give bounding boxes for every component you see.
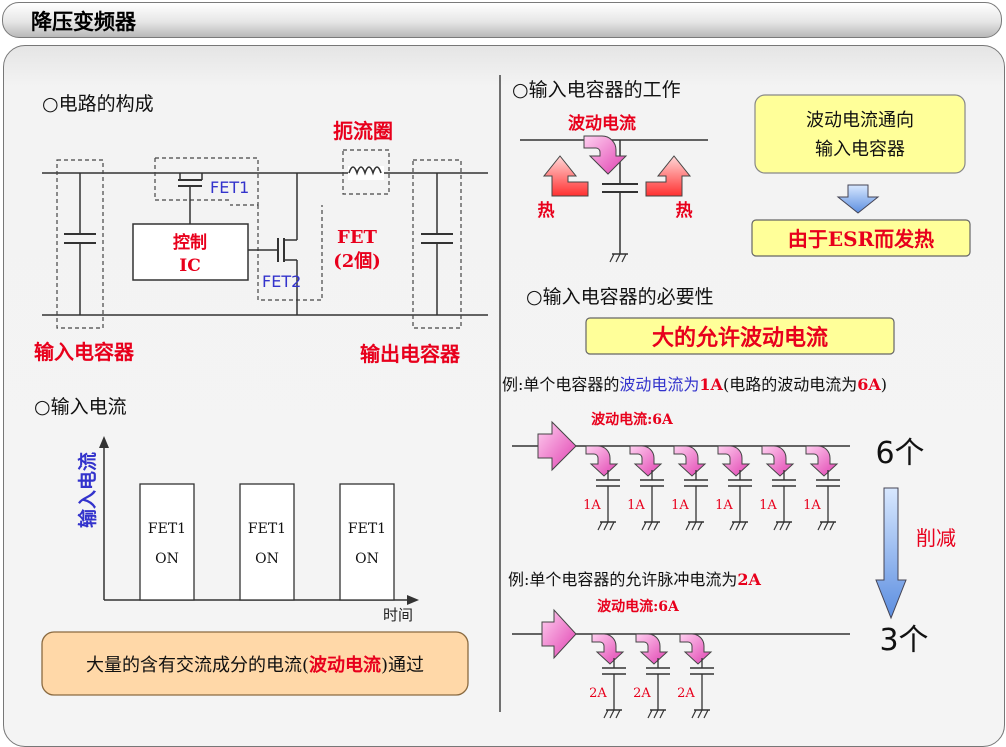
- esr-heat-text: 由于ESR而发热: [788, 227, 934, 251]
- bottom-capacitor-label-3: 2A: [677, 686, 695, 701]
- ripple-flow-box: [754, 94, 966, 174]
- bottom-capacitor-row: 2A 2A 2A: [589, 633, 714, 718]
- top-ripple-arrow-icon-2: [629, 445, 662, 477]
- allowable-ripple-box: [585, 317, 895, 355]
- ex2-part-a: 例:单个电容器的允许脉冲电流为: [508, 570, 737, 589]
- ex2-part-b: 2A: [737, 570, 761, 589]
- choke-label: 扼流圈: [333, 119, 393, 143]
- control-ic-box: [132, 223, 249, 281]
- ripple-label-work: 波动电流: [568, 113, 636, 134]
- ripple-6a-top: 波动电流:6A: [591, 411, 674, 428]
- fet2-label: FET2: [262, 272, 301, 291]
- top-capacitor-label-2: 1A: [627, 498, 645, 513]
- fet2-transistor: [248, 173, 323, 315]
- bottom-ripple-arrow-icon-1: [591, 633, 624, 665]
- example-2: 例:单个电容器的允许脉冲电流为2A: [508, 570, 762, 589]
- top-capacitor-label-6: 1A: [803, 498, 821, 513]
- control-ic-line2: IC: [179, 256, 200, 276]
- top-ripple-arrow-icon-5: [761, 445, 794, 477]
- ex1-part-a: 例:单个电容器的: [502, 375, 619, 394]
- bottom-ripple-arrow-icon-3: [679, 633, 712, 665]
- ex1-part-e: 6A: [857, 375, 881, 394]
- top-capacitor-label-4: 1A: [715, 498, 733, 513]
- bottom-capacitor-label-2: 2A: [633, 686, 651, 701]
- note-text: 大量的含有交流成分的电流(波动电流)通过: [86, 654, 424, 676]
- heat-arrow-right-icon: [645, 155, 692, 197]
- top-capacitor-label-3: 1A: [671, 498, 689, 513]
- ex1-part-c: 1A: [699, 375, 723, 394]
- output-capacitor: [412, 159, 462, 329]
- bottom-capacitor-label-1: 2A: [589, 686, 607, 701]
- reduce-arrow-icon: [875, 487, 907, 620]
- pulse-2-name: FET1: [248, 521, 286, 537]
- control-ic-line1: 控制: [173, 232, 207, 253]
- pulse-1-name: FET1: [148, 521, 186, 537]
- page-title: 降压变频器: [31, 10, 136, 34]
- fet-count-line1: FET: [337, 227, 377, 248]
- ex1-part-f: ): [881, 375, 887, 394]
- current-heading: ○输入电流: [34, 396, 127, 418]
- bottom-ripple-arrow-icon-2: [635, 633, 668, 665]
- count-bottom: 3个: [879, 623, 928, 658]
- top-ripple-arrow-icon-6: [805, 445, 838, 477]
- note-highlight: 波动电流: [309, 654, 381, 676]
- fet-count-line2: (2個): [333, 251, 381, 272]
- fet1-transistor: [154, 157, 259, 224]
- input-capacitor: [56, 159, 104, 329]
- title-bar: 降压变频器: [2, 2, 1002, 38]
- pulse-3-state: ON: [355, 551, 379, 567]
- count-top: 6个: [875, 436, 924, 471]
- top-ripple-arrow-icon-1: [585, 445, 618, 477]
- heat-left-label: 热: [538, 200, 555, 221]
- pulse-3-name: FET1: [348, 521, 386, 537]
- ripple-flow-line1: 波动电流通向: [806, 110, 914, 131]
- x-axis-label: 时间: [383, 606, 413, 624]
- input-ripple-arrow-bottom-icon: [541, 608, 577, 660]
- down-arrow-icon: [836, 184, 880, 214]
- pulse-1-state: ON: [155, 551, 179, 567]
- ripple-6a-bottom: 波动电流:6A: [597, 598, 680, 615]
- diagram-canvas: ○电路的构成 FET1 控制 IC FET2 FET (2個) 扼流: [34, 75, 971, 727]
- note-box: [41, 631, 469, 696]
- ripple-flow-line2: 输入电容器: [815, 139, 905, 160]
- ex1-part-d: (电路的波动电流为: [723, 375, 857, 394]
- allowable-ripple-text: 大的允许波动电流: [652, 325, 828, 351]
- fet1-label: FET1: [210, 178, 249, 197]
- work-heading: ○输入电容器的工作: [512, 79, 681, 101]
- need-heading: ○输入电容器的必要性: [526, 286, 714, 308]
- top-capacitor-label-5: 1A: [759, 498, 777, 513]
- example-1: 例:单个电容器的波动电流为1A(电路的波动电流为6A): [502, 375, 887, 394]
- pulse-1: FET1 ON: [139, 483, 195, 601]
- note-suffix: )通过: [381, 655, 424, 676]
- note-prefix: 大量的含有交流成分的电流(: [86, 655, 309, 676]
- input-ripple-arrow-top-icon: [537, 420, 577, 472]
- ripple-arrow-icon: [583, 135, 628, 175]
- reduce-label: 削减: [916, 526, 956, 550]
- ex1-part-b: 波动电流为: [619, 375, 699, 394]
- output-capacitor-label: 输出电容器: [360, 342, 461, 366]
- pulse-2: FET1 ON: [239, 483, 295, 601]
- pulse-3: FET1 ON: [339, 483, 395, 601]
- y-axis-label: 输入电流: [76, 452, 99, 528]
- circuit-heading: ○电路的构成: [42, 93, 154, 115]
- input-capacitor-label: 输入电容器: [34, 340, 135, 364]
- top-ripple-arrow-icon-3: [673, 445, 706, 477]
- top-capacitor-row: 1A 1A 1A 1A 1A 1A: [583, 445, 840, 530]
- heat-arrow-left-icon: [542, 155, 589, 197]
- top-capacitor-label-1: 1A: [583, 498, 601, 513]
- choke-inductor: [342, 149, 390, 195]
- top-ripple-arrow-icon-4: [717, 445, 750, 477]
- pulse-2-state: ON: [255, 551, 279, 567]
- esr-heat-box: [751, 219, 971, 257]
- heat-right-label: 热: [676, 200, 693, 221]
